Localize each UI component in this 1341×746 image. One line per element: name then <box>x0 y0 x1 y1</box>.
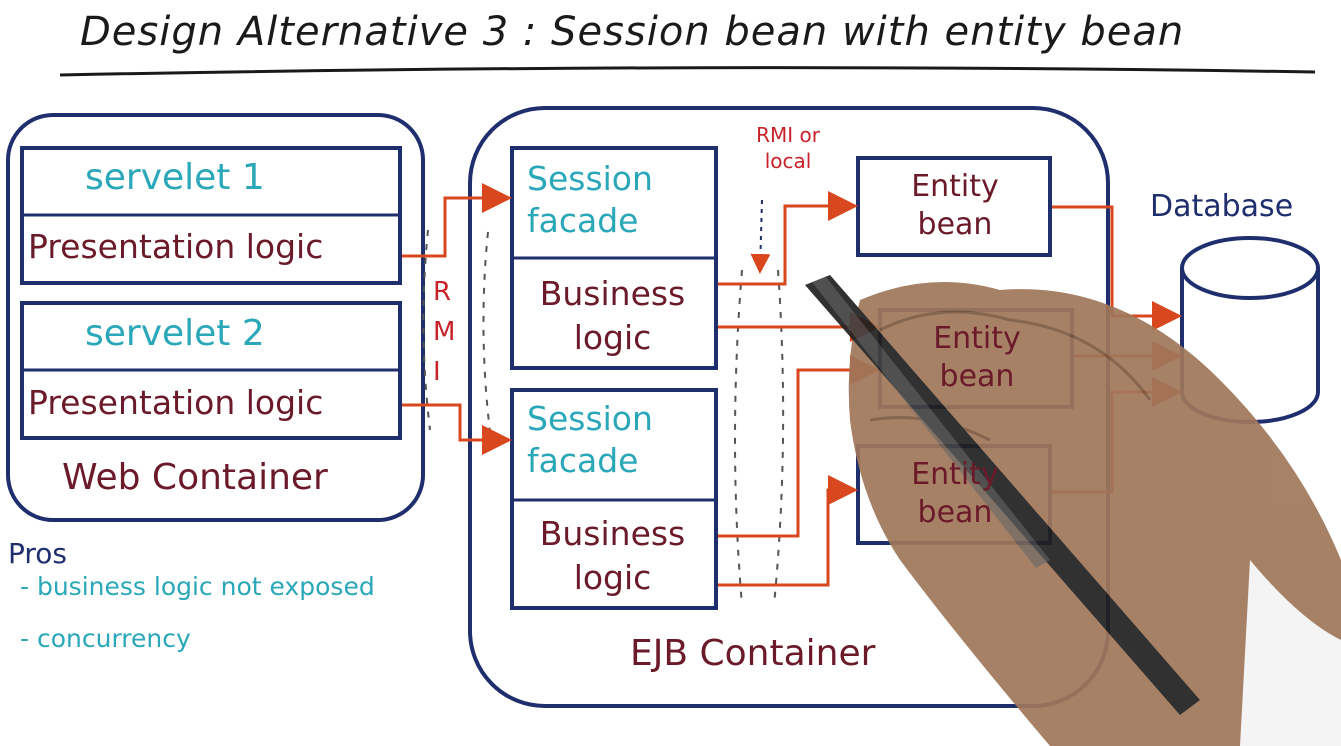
arrow-session2-entity2 <box>718 355 880 538</box>
session-2-logic: Business logic <box>539 514 686 597</box>
local-channel-right <box>773 269 785 606</box>
entity-1-box <box>856 156 1052 257</box>
servlet-1-logic: Presentation logic <box>28 227 324 266</box>
entity-1-label: Entity bean <box>911 169 999 242</box>
entity-2-label: Entity bean <box>933 321 1021 394</box>
ejb-container-label: EJB Container <box>630 633 876 674</box>
hand-with-pen <box>805 275 1341 746</box>
local-channel-left <box>734 269 743 606</box>
servlet-2-name: servelet 2 <box>85 313 265 354</box>
arrow-entity1-db <box>1052 205 1182 331</box>
entity-3-label: Entity bean <box>911 457 999 530</box>
session-1-facade: Session facade <box>527 159 653 240</box>
servlet-2-logic: Presentation logic <box>28 383 324 422</box>
rmi-local-pointer <box>750 199 771 274</box>
page-title: Design Alternative 3 : Session bean with… <box>80 9 1185 55</box>
arrow-servlet1-session1 <box>402 183 512 258</box>
rmi-label: R M I <box>433 277 456 387</box>
session-2-facade: Session facade <box>527 399 653 480</box>
database-label: Database <box>1150 189 1294 224</box>
arrow-session1-entity1 <box>718 191 858 286</box>
session-1-logic: Business logic <box>539 274 686 357</box>
servlet-1-name: servelet 1 <box>85 157 265 198</box>
pros-item-2: - concurrency <box>20 624 191 653</box>
web-container-label: Web Container <box>62 457 328 498</box>
pros-item-1: - business logic not exposed <box>20 572 375 601</box>
rmi-channel-left <box>422 229 431 431</box>
title-underline <box>59 66 1316 77</box>
arrow-session2-entity3 <box>718 475 858 587</box>
rmi-channel-right <box>482 231 491 433</box>
pros-heading: Pros <box>8 537 68 570</box>
rmi-or-local-label: RMI or local <box>756 123 820 173</box>
arrow-servlet2-session2 <box>402 403 512 455</box>
